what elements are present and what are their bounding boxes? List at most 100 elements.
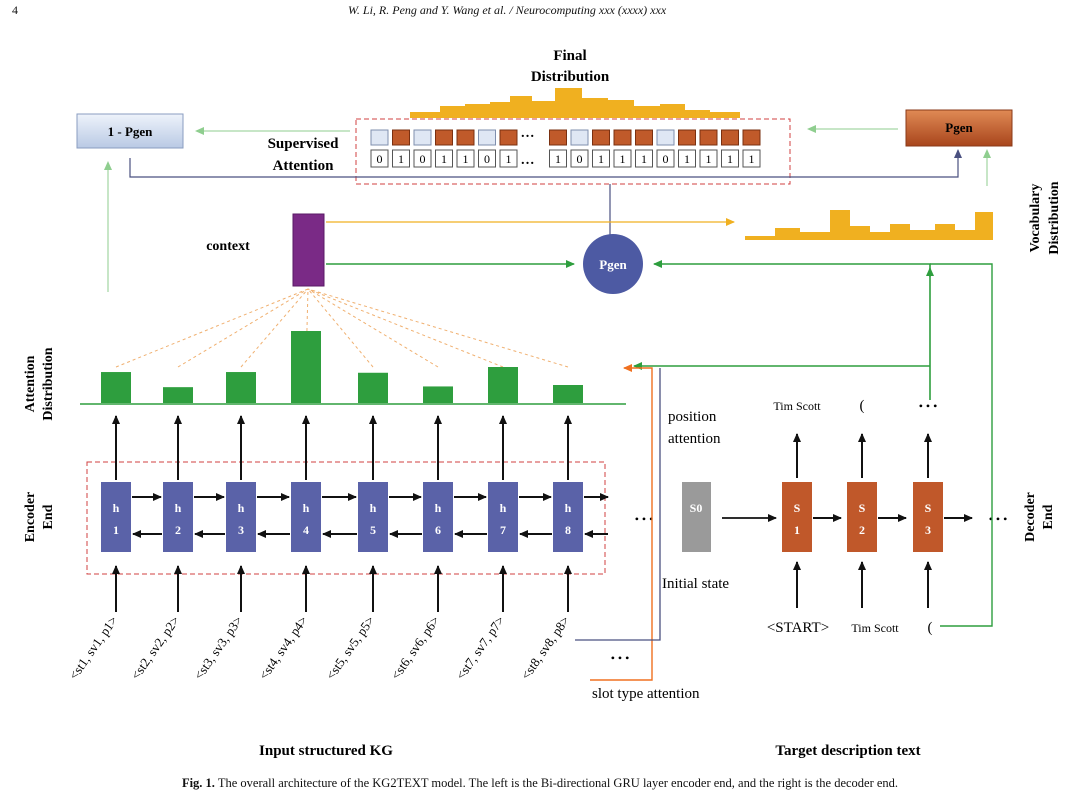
attention-bar [163,387,193,403]
encoder-cell-index: 5 [370,523,376,537]
initial-state-cell-letter: S0 [690,501,703,515]
encoder-end-label-1: Encoder [23,492,38,543]
decoder-output-token: • • • [919,399,938,413]
attention-color-cell [613,129,632,146]
caption-label: Fig. 1. [181,776,215,790]
vocabulary-distribution-label-2: Distribution [1047,181,1062,254]
encoder-cell-index: 8 [565,523,571,537]
attention-ellipsis-top: … [521,126,535,141]
attention-color-cell [499,129,518,146]
decoder-cell-letter: S [925,501,932,515]
attention-bit: 1 [555,152,561,166]
input-triple: <st6, sv6, p6> [388,613,443,682]
attention-bit-cell [435,149,453,168]
attention-color-cell [699,129,718,146]
context-dashed-link [307,288,374,368]
attention-bit-cell [613,149,632,168]
attention-bit: 0 [663,152,669,166]
attention-color-cell [656,129,675,146]
decoder-output-token: Tim Scott [773,399,821,413]
attention-color-cell [570,129,589,146]
final-distribution-label-2: Distribution [531,69,610,85]
input-triples: <st1, sv1, p1><st2, sv2, p2><st3, sv3, p… [66,613,573,682]
attention-bit-cell [656,149,675,168]
attention-bar [358,372,388,403]
encoder-end-label-2: End [41,504,56,529]
attention-bit-cell [499,149,518,168]
target-description-text-label: Target description text [775,743,920,759]
attention-bit: 1 [620,152,626,166]
position-attention-label-1: position [668,409,717,425]
input-triple: <st8, sv8, p8> [518,613,573,682]
initial-state-label: Initial state [662,576,729,592]
final-distribution-histogram [410,88,740,118]
decoder-cell [913,482,943,552]
decoder-input-token: ( [928,620,933,636]
encoder-cell [291,482,321,552]
encoder-cell-letter: h [175,501,182,515]
decoder-cell [782,482,812,552]
context-dashed-link [307,288,439,368]
pgen-node [583,234,643,294]
decoder-output-token: ( [860,398,865,414]
attention-bar [553,385,583,403]
attention-color-cell [721,129,739,146]
context-label: context [206,239,250,254]
decoder-cell-index: 3 [925,523,931,537]
figure-caption: Fig. 1. The overall architecture of the … [0,776,1080,791]
vocabulary-distribution-label-1: Vocabulary [1028,184,1043,253]
attention-bar [291,331,321,403]
position-attention-line [575,368,661,641]
input-triple: <st5, sv5, p5> [323,613,378,682]
encoder-cell-letter: h [435,501,442,515]
decoder-input-token: Tim Scott [851,621,899,635]
attention-bit: 1 [684,152,690,166]
context-dashed-link [115,288,309,368]
one-minus-pgen-label: 1 - Pgen [108,124,154,139]
encoder-region [86,461,606,575]
attention-bit: 1 [441,152,447,166]
attention-bit: 1 [598,152,604,166]
pgen-box [905,109,1013,147]
slot-type-attention-label: slot type attention [592,686,700,702]
input-triple: <st2, sv2, p2> [128,613,183,682]
attention-bit-cell [370,149,389,168]
pgen-box-label: Pgen [945,120,973,135]
encoder-continuation-dots: • • • [635,512,654,526]
encoder-cell-letter: h [370,501,377,515]
attention-bit-cell [570,149,589,168]
encoder-cell [488,482,518,552]
decoder-cell-letter: S [859,501,866,515]
attention-color-cell [592,129,610,146]
supervised-attention-label-1: Supervised [268,136,340,152]
encoder-cell-letter: h [238,501,245,515]
position-attention-label-2: attention [668,431,721,447]
attention-bar [101,372,131,403]
attention-color-cell [635,129,653,146]
decoder-end-label-1: Decoder [1023,492,1038,542]
final-distribution-label-1: Final [553,48,586,64]
attention-bars [101,331,583,403]
encoder-cell-index: 2 [175,523,181,537]
page-number: 4 [12,3,18,17]
encoder-cell [553,482,583,552]
decoder-cell-index: 2 [859,523,865,537]
slot-type-attention-line [590,364,653,681]
encoder-cell-index: 4 [303,523,309,537]
encoder-cell [226,482,256,552]
attention-bit-cell [721,149,739,168]
attention-bit: 1 [641,152,647,166]
context-vector [292,213,325,287]
input-triple: <st1, sv1, p1> [66,613,121,682]
attention-color-cell [478,129,496,146]
attention-bit: 1 [749,152,755,166]
encoder-cell [101,482,131,552]
context-dashed-link [307,288,569,368]
encoder-cell-letter: h [113,501,120,515]
decoder-input-feedback-line [930,263,993,627]
input-triple: <st7, sv7, p7> [453,613,508,682]
context-dashed-links [115,288,569,368]
attention-bit-cell [549,149,567,168]
